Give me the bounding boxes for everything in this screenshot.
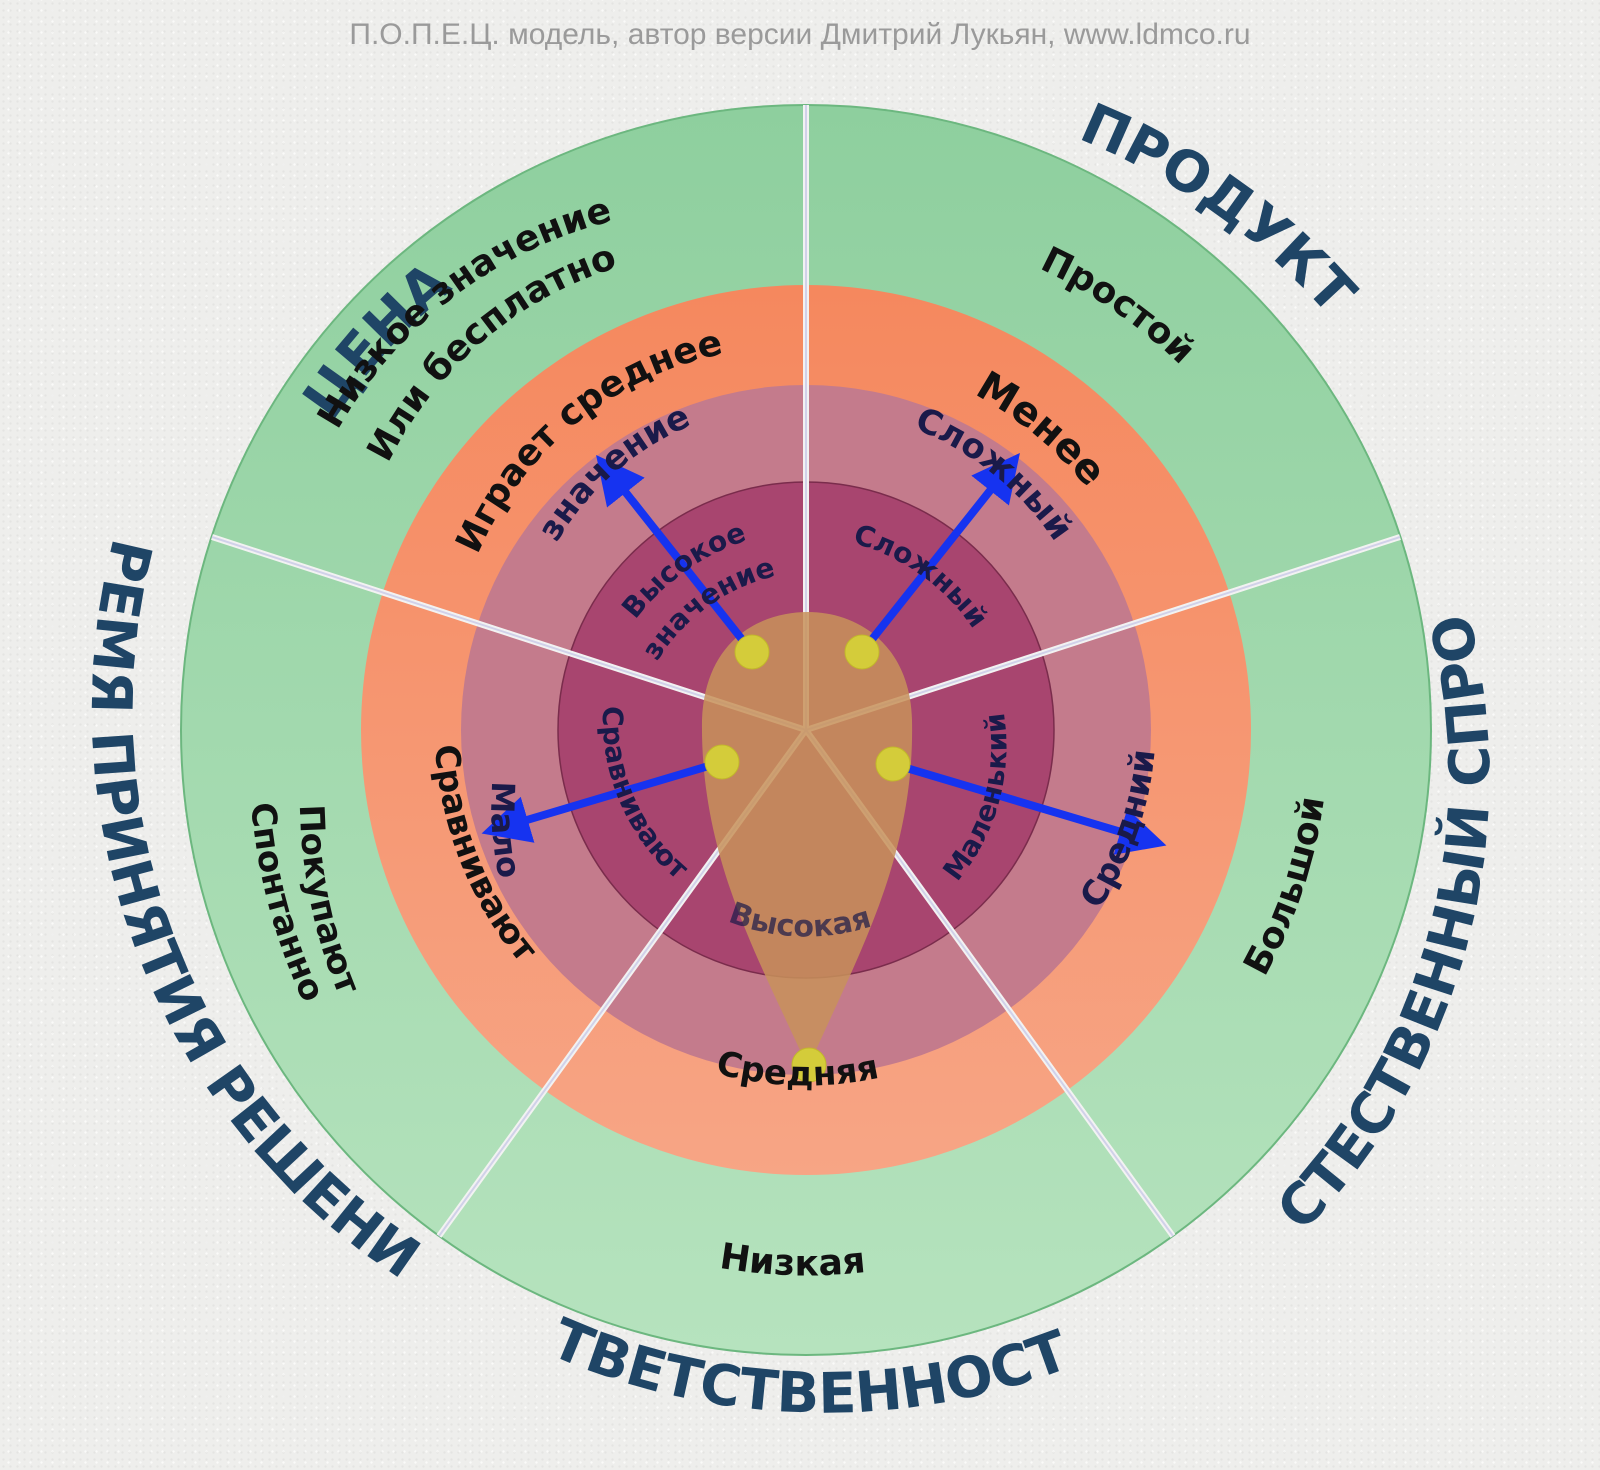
dot-demand bbox=[875, 746, 911, 782]
dot-product bbox=[844, 634, 880, 670]
arrow-time bbox=[481, 758, 724, 843]
arrow-price bbox=[596, 454, 756, 655]
arrow-product bbox=[858, 452, 1020, 655]
profile-drop-shape bbox=[701, 612, 913, 1068]
dot-time bbox=[704, 744, 740, 780]
arrow-demand bbox=[891, 760, 1167, 855]
credit-line: П.О.П.Е.Ц. модель, автор версии Дмитрий … bbox=[349, 18, 1251, 51]
profile-arrows bbox=[481, 452, 1167, 855]
profile-dots bbox=[704, 634, 911, 1083]
middle-time-line1: Мало bbox=[483, 781, 529, 881]
dot-responsibility bbox=[791, 1047, 827, 1083]
outer-responsibility: Низкая bbox=[717, 1236, 867, 1284]
dot-price bbox=[734, 634, 770, 670]
